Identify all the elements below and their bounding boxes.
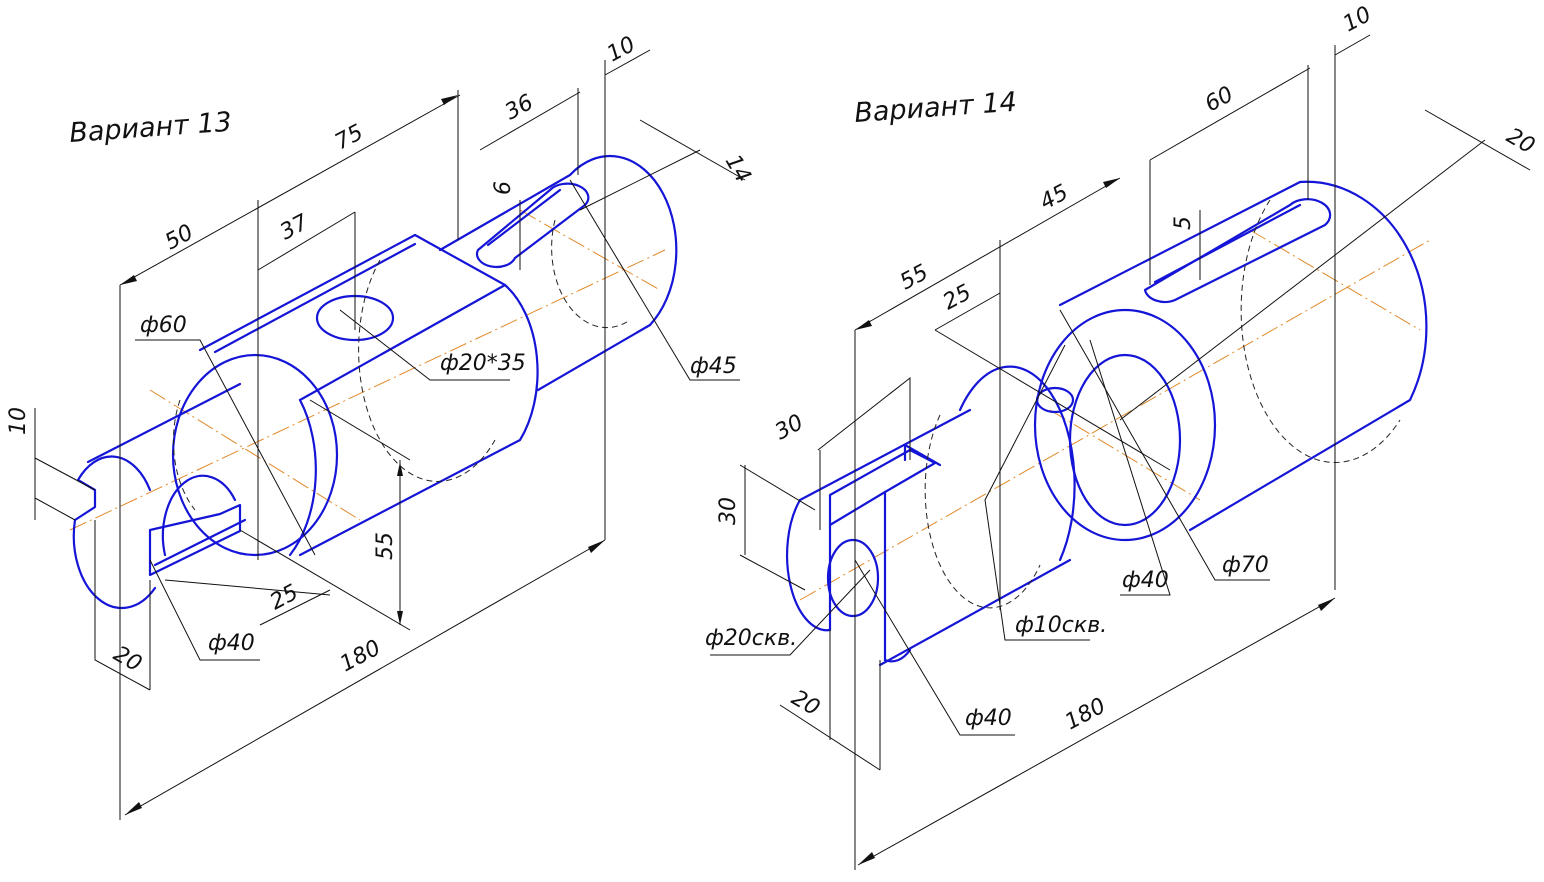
dimension-lines [34, 49, 746, 820]
middle-collar [1033, 180, 1302, 542]
dim-dia-40: ф40 [208, 631, 255, 656]
axis-line [799, 239, 1431, 601]
dim-dia-70: ф70 [1222, 553, 1269, 578]
dim-45: 45 [1036, 180, 1072, 215]
dim-50: 50 [161, 220, 197, 255]
dim-dia-40-bottom: ф40 [965, 706, 1012, 731]
through-hole-20 [826, 538, 880, 618]
dim-dia-40-mid: ф40 [1122, 568, 1169, 593]
dimension-lines [710, 34, 1531, 870]
dim-20-right: 20 [1502, 124, 1539, 160]
variant-13-drawing: Вариант 13 [6, 32, 755, 820]
dim-20-bottom: 20 [787, 686, 824, 722]
left-end [785, 365, 1076, 667]
dim-14: 14 [720, 151, 756, 188]
dim-dia-20x35: ф20*35 [440, 351, 526, 376]
main-cylinder [171, 233, 539, 557]
variant-14-drawing: Вариант 14 [705, 2, 1539, 870]
dim-dia-20: ф20скв. [705, 626, 797, 651]
dim-60: 60 [1201, 82, 1237, 117]
dim-30-left: 30 [716, 497, 741, 525]
axis-line [519, 209, 661, 291]
variant-13-title: Вариант 13 [68, 107, 232, 149]
dim-dia-60: ф60 [140, 313, 187, 338]
right-shaft [438, 154, 678, 392]
dim-6: 6 [491, 181, 516, 195]
dim-30-top: 30 [771, 410, 807, 445]
dim-10-top: 10 [1339, 2, 1375, 37]
axis-line [69, 249, 666, 531]
dim-180: 180 [1061, 694, 1110, 736]
dim-20: 20 [109, 642, 146, 678]
dim-180: 180 [336, 636, 385, 678]
small-shaft-end [72, 382, 247, 610]
dim-25: 25 [266, 580, 302, 615]
dim-10-top: 10 [603, 32, 639, 67]
variant-14-title: Вариант 14 [853, 87, 1017, 129]
dim-10-left: 10 [6, 407, 31, 435]
dim-55: 55 [896, 260, 932, 295]
dim-dia-45: ф45 [690, 354, 737, 379]
dim-dia-10: ф10скв. [1015, 613, 1107, 638]
right-cylinder [1143, 180, 1428, 532]
dim-55: 55 [373, 532, 398, 560]
dim-37: 37 [276, 210, 312, 245]
dim-5: 5 [1171, 216, 1196, 230]
axis-line [1049, 409, 1201, 501]
